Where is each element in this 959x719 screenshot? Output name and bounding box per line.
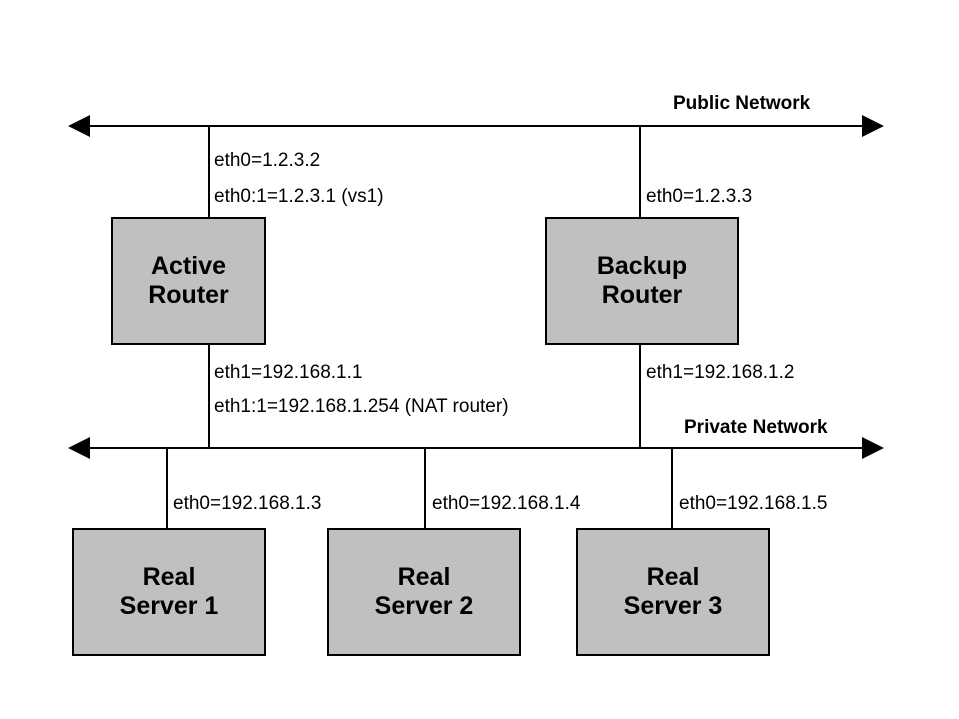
real-server-1-box[interactable]: Real Server 1 — [72, 528, 266, 656]
backup-router-eth1-label: eth1=192.168.1.2 — [646, 362, 795, 383]
public-network-left-arrowhead — [68, 115, 90, 137]
active-router-eth1-alias-label: eth1:1=192.168.1.254 (NAT router) — [214, 396, 509, 417]
private-network-label: Private Network — [684, 417, 828, 438]
active-router-private-link — [208, 345, 210, 448]
backup-router-private-link — [639, 345, 641, 448]
active-router-eth0-label: eth0=1.2.3.2 — [214, 150, 321, 171]
real-server-2-link — [424, 447, 426, 528]
real-server-2-label-line2: Server 2 — [374, 592, 474, 620]
real-server-3-link — [671, 447, 673, 528]
real-server-3-eth0-label: eth0=192.168.1.5 — [679, 493, 828, 514]
private-network-bus-line — [88, 447, 864, 449]
backup-router-box[interactable]: Backup Router — [545, 217, 739, 345]
backup-router-label-line2: Router — [601, 281, 683, 309]
active-router-eth1-label: eth1=192.168.1.1 — [214, 362, 363, 383]
public-network-label: Public Network — [673, 93, 811, 114]
active-router-label-line2: Router — [148, 281, 229, 309]
public-network-right-arrowhead — [862, 115, 884, 137]
real-server-3-label-line2: Server 3 — [623, 592, 723, 620]
real-server-2-box[interactable]: Real Server 2 — [327, 528, 521, 656]
real-server-1-eth0-label: eth0=192.168.1.3 — [173, 493, 322, 514]
real-server-3-label-line1: Real — [646, 562, 700, 591]
real-server-3-box[interactable]: Real Server 3 — [576, 528, 770, 656]
real-server-1-link — [166, 447, 168, 528]
active-router-public-link — [208, 125, 210, 217]
public-network-bus-line — [88, 125, 864, 127]
real-server-1-label-line1: Real — [142, 562, 196, 591]
real-server-2-label-line1: Real — [397, 562, 451, 591]
real-server-1-label-line2: Server 1 — [119, 592, 219, 620]
private-network-right-arrowhead — [862, 437, 884, 459]
backup-router-label-line1: Backup — [596, 251, 688, 280]
active-router-eth0-alias-label: eth0:1=1.2.3.1 (vs1) — [214, 186, 384, 207]
private-network-left-arrowhead — [68, 437, 90, 459]
real-server-2-eth0-label: eth0=192.168.1.4 — [432, 493, 581, 514]
backup-router-eth0-label: eth0=1.2.3.3 — [646, 186, 753, 207]
active-router-box[interactable]: Active Router — [111, 217, 266, 345]
backup-router-public-link — [639, 125, 641, 217]
active-router-label-line1: Active — [150, 251, 227, 280]
